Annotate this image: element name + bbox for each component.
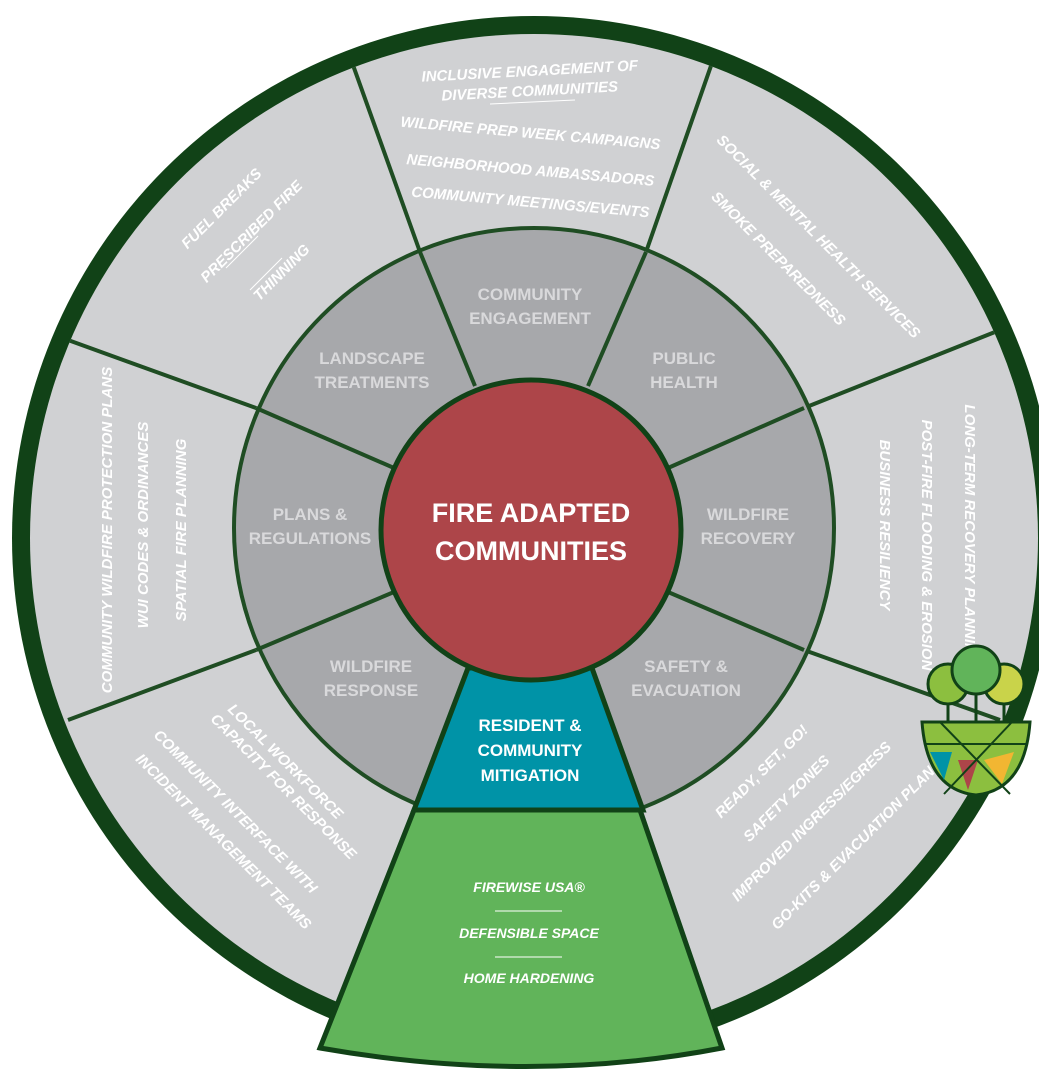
item-wui-codes: WUI CODES & ORDINANCES: [135, 422, 152, 629]
inner-spoke-3: [667, 590, 805, 652]
item-long-term-recovery: LONG-TERM RECOVERY PLANNING: [961, 404, 978, 665]
divider: [249, 257, 283, 291]
center-circle: [378, 377, 684, 683]
item-firewise-usa: FIREWISE USA®: [473, 879, 585, 895]
item-spatial-fire: SPATIAL FIRE PLANNING: [173, 438, 190, 621]
category-plans-regulations-l1: PLANS &: [273, 505, 348, 524]
divider: [489, 99, 576, 105]
items-resident-mitigation: FIREWISE USA® DEFENSIBLE SPACE HOME HARD…: [459, 879, 599, 986]
middle-dividers: [255, 251, 805, 652]
category-landscape-treatments-l1: LANDSCAPE: [319, 349, 425, 368]
outer-spoke-0: [342, 39, 422, 253]
category-wildfire-response-l1: WILDFIRE: [330, 657, 412, 676]
category-plans-regulations-l2: REGULATIONS: [249, 529, 371, 548]
outer-spoke-5: [67, 648, 257, 722]
category-community-engagement-l1: COMMUNITY: [478, 285, 583, 304]
category-wildfire-response-l2: RESPONSE: [324, 681, 418, 700]
inner-spoke-4: [255, 406, 395, 470]
item-post-fire-flooding: POST-FIRE FLOODING & EROSION: [918, 420, 935, 672]
category-wildfire-recovery-l1: WILDFIRE: [707, 505, 789, 524]
center-title-line-2: COMMUNITIES: [435, 536, 627, 566]
trees-landscape-logo: [920, 644, 1032, 797]
items-plans-regulations: COMMUNITY WILDFIRE PROTECTION PLANS WUI …: [99, 367, 190, 693]
outer-spoke-1: [644, 39, 722, 253]
outer-spoke-2: [803, 328, 1001, 410]
category-community-engagement-l2: ENGAGEMENT: [469, 309, 591, 328]
category-landscape-treatments-l2: TREATMENTS: [315, 373, 430, 392]
inner-spoke-1: [586, 251, 648, 387]
outer-spoke-3: [803, 648, 1001, 722]
inner-spoke-0: [418, 251, 477, 387]
category-resident-mitigation-l2: COMMUNITY: [478, 741, 583, 760]
divider: [225, 235, 259, 269]
category-public-health-l1: PUBLIC: [652, 349, 715, 368]
category-wildfire-recovery-l2: RECOVERY: [701, 529, 796, 548]
category-resident-mitigation-l1: RESIDENT &: [479, 716, 582, 735]
center-title-line-1: FIRE ADAPTED: [432, 498, 631, 528]
inner-spoke-2: [667, 406, 805, 470]
category-public-health-l2: HEALTH: [650, 373, 718, 392]
category-resident-mitigation-l3: MITIGATION: [481, 766, 580, 785]
items-wildfire-recovery: LONG-TERM RECOVERY PLANNING POST-FIRE FL…: [876, 404, 978, 671]
category-safety-evacuation-l2: EVACUATION: [631, 681, 741, 700]
inner-spoke-5: [255, 590, 395, 652]
item-defensible-space: DEFENSIBLE SPACE: [459, 925, 599, 941]
item-cwpp: COMMUNITY WILDFIRE PROTECTION PLANS: [99, 367, 116, 693]
segment-dividers: [67, 39, 1001, 722]
item-business-resiliency: BUSINESS RESILIENCY: [876, 440, 893, 613]
highlight-outer-wedge: [316, 807, 726, 1069]
item-home-hardening: HOME HARDENING: [464, 970, 595, 986]
outer-spoke-4: [67, 338, 257, 410]
category-safety-evacuation-l1: SAFETY &: [644, 657, 728, 676]
